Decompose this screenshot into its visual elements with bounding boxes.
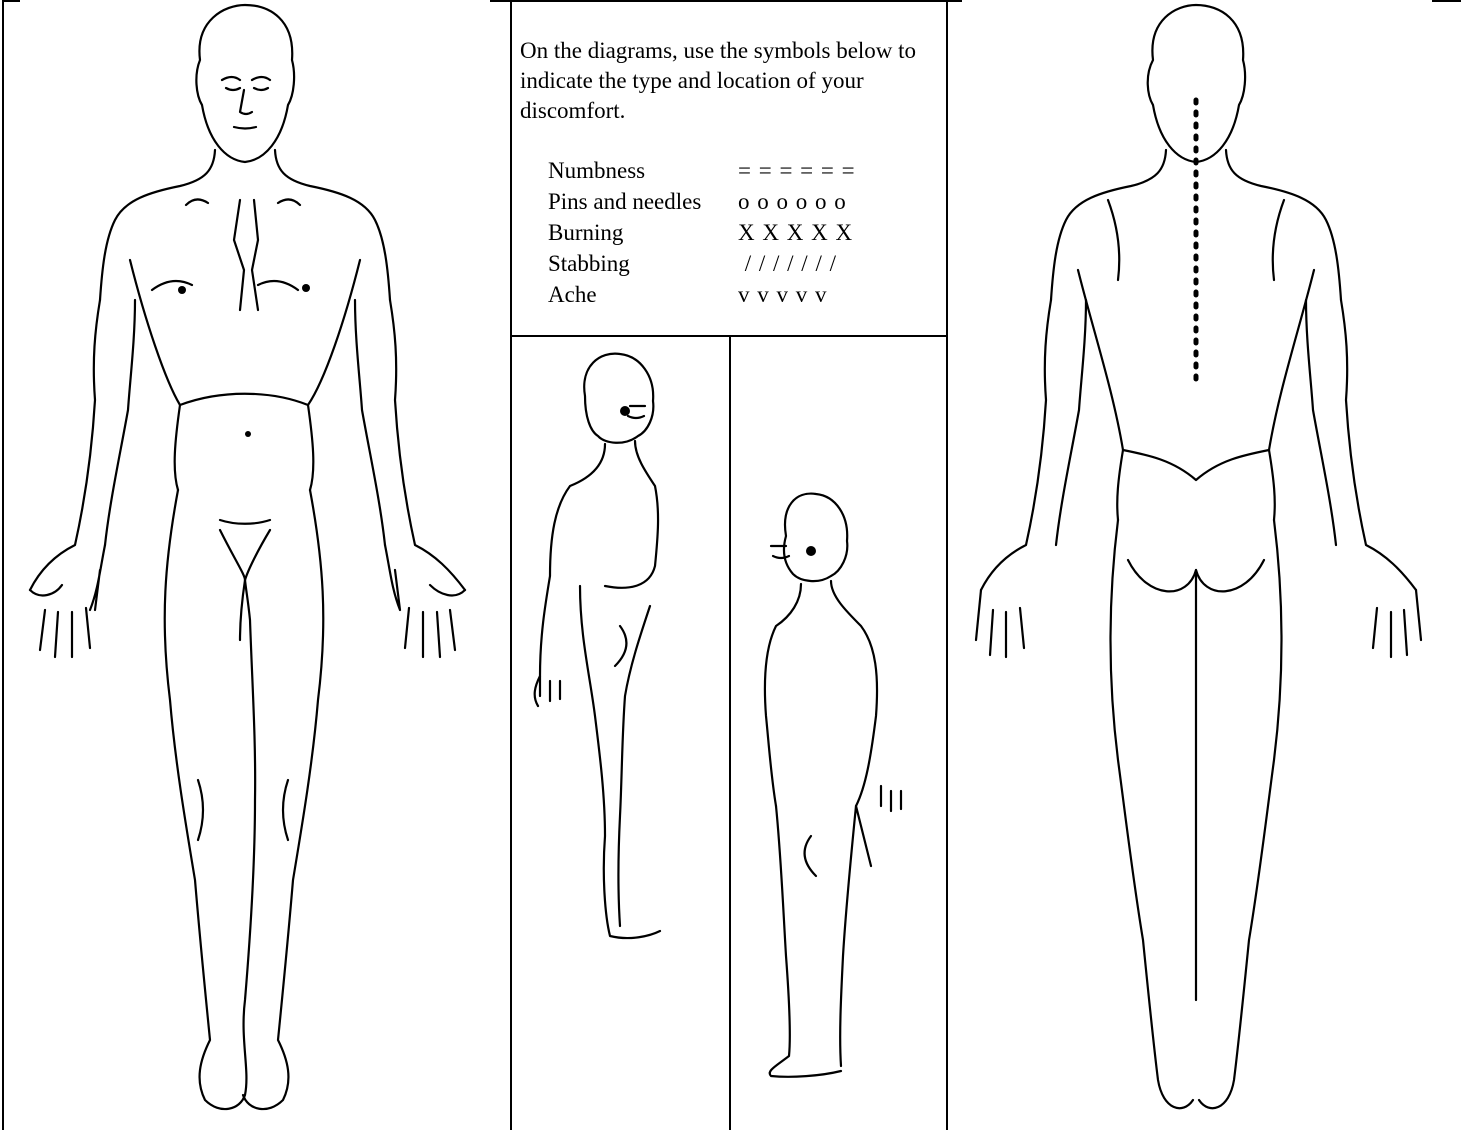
legend-symbol: o o o o o o [738, 186, 847, 217]
frame-top-mid [490, 0, 962, 2]
legend-row-pins-and-needles: Pins and needles o o o o o o [548, 186, 856, 217]
legend-row-stabbing: Stabbing / / / / / / / [548, 248, 856, 279]
body-back-figure[interactable] [948, 0, 1461, 1130]
legend-symbol: / / / / / / / [738, 248, 837, 279]
body-front-figure[interactable] [0, 0, 510, 1130]
legend-label: Numbness [548, 155, 738, 186]
legend-symbol: = = = = = = [738, 155, 856, 186]
legend-symbol: X X X X X [738, 217, 853, 248]
legend-symbol: v v v v v [738, 279, 828, 310]
legend-label: Burning [548, 217, 738, 248]
legend-label: Ache [548, 279, 738, 310]
body-right-side-figure[interactable] [510, 336, 730, 1130]
legend-row-numbness: Numbness = = = = = = [548, 155, 856, 186]
body-left-side-figure[interactable] [731, 336, 947, 1130]
legend-label: Stabbing [548, 248, 738, 279]
legend-row-burning: Burning X X X X X [548, 217, 856, 248]
legend-row-ache: Ache v v v v v [548, 279, 856, 310]
instructions-text: On the diagrams, use the symbols below t… [520, 36, 940, 126]
symbol-legend: Numbness = = = = = = Pins and needles o … [548, 155, 856, 310]
legend-label: Pins and needles [548, 186, 738, 217]
